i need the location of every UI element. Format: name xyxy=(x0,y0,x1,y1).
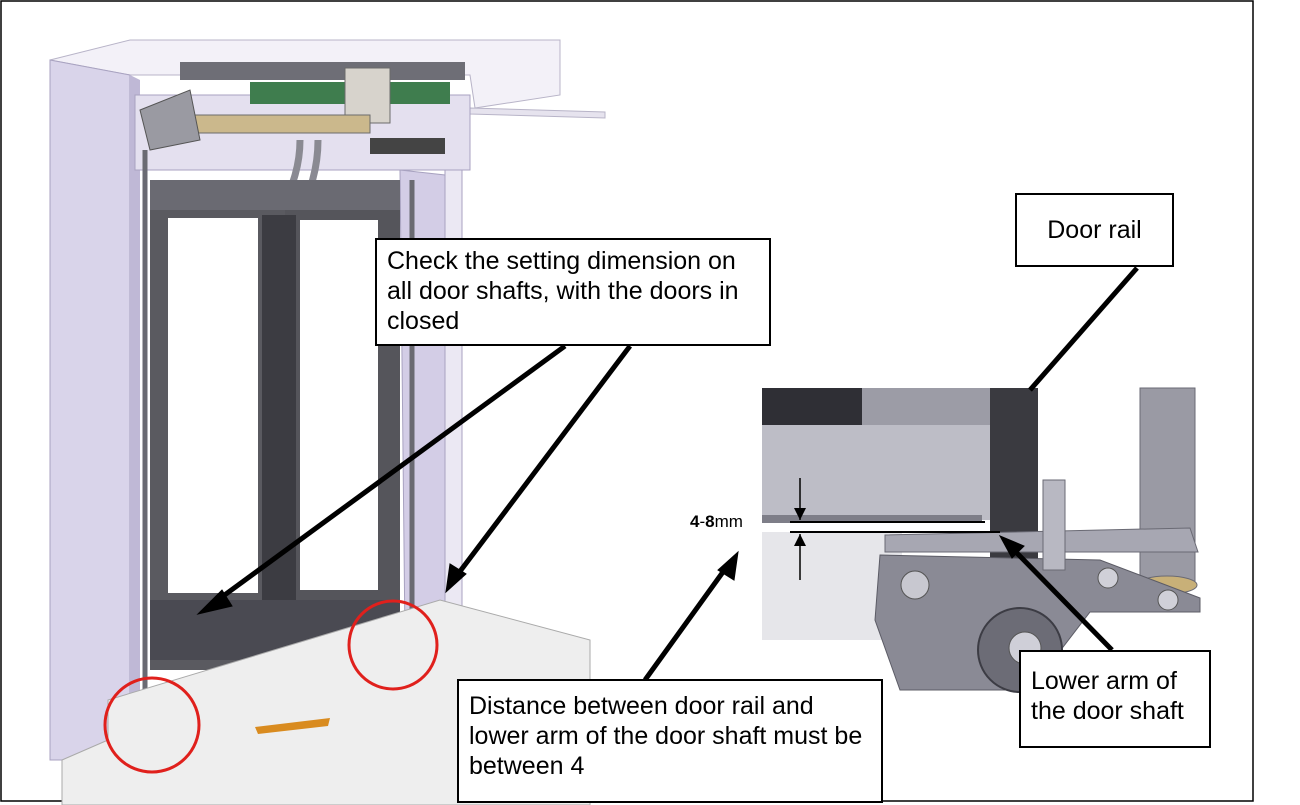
operator-box xyxy=(344,67,391,124)
detail-bolt-3 xyxy=(1157,589,1179,611)
callout-lower-arm: Lower arm of the door shaft xyxy=(1019,650,1211,748)
door-glass-left xyxy=(168,218,258,593)
floor-label-plate xyxy=(255,718,330,734)
door-glass-right xyxy=(300,220,378,590)
operator-rail xyxy=(180,62,465,80)
door-top-rail xyxy=(150,180,400,210)
dimension-arrow-top-head xyxy=(794,508,806,520)
operator-bracket xyxy=(139,89,201,151)
detail-lower-arm xyxy=(884,527,1199,553)
frame-left-post-inner xyxy=(130,75,140,760)
dimension-arrow-bottom-head xyxy=(794,534,806,546)
frame-left-post xyxy=(49,59,131,761)
dimension-dash: - xyxy=(699,512,706,531)
detail-vertical-tube xyxy=(1139,387,1196,589)
arrow-distance-to-dimension-head xyxy=(717,550,739,581)
detail-door-rail xyxy=(762,515,982,523)
operator-spring xyxy=(370,138,445,154)
door-unit-illustration xyxy=(49,39,606,805)
detail-door-panel xyxy=(762,425,997,520)
detail-vertical-bracket xyxy=(1042,479,1066,571)
door-shaft-detail-view xyxy=(762,387,1202,693)
detail-bolt-2 xyxy=(1097,567,1119,589)
dimension-label: 4-8mm xyxy=(690,512,743,532)
callout-check-setting: Check the setting dimension on all door … xyxy=(375,238,771,346)
dimension-from: 4 xyxy=(690,512,700,531)
arrow-check-to-left-shaft xyxy=(213,343,567,605)
arrow-distance-to-dimension xyxy=(642,563,731,682)
highlight-circle-right xyxy=(347,599,439,691)
arrow-lower-arm xyxy=(1010,546,1114,652)
arrow-check-to-right-shaft xyxy=(453,344,632,580)
arrow-to-door-rail xyxy=(1028,266,1139,392)
gap-dimension xyxy=(790,478,1000,580)
arrow-check-to-left-shaft-head xyxy=(196,589,233,615)
ceiling-edge xyxy=(469,107,606,119)
detail-dark-glass xyxy=(762,388,862,428)
dimension-unit: mm xyxy=(714,512,743,531)
callout-distance: Distance between door rail and lower arm… xyxy=(457,679,883,803)
arrow-check-to-right-shaft-head xyxy=(445,563,467,594)
highlight-circle-left xyxy=(103,676,201,774)
detail-bolt-1 xyxy=(900,570,930,600)
leader-arrows xyxy=(196,266,1139,682)
dimension-to: 8 xyxy=(705,512,715,531)
callout-door-rail: Door rail xyxy=(1015,193,1174,267)
door-center-mullion xyxy=(262,215,296,665)
arrow-lower-arm-head xyxy=(998,534,1025,559)
